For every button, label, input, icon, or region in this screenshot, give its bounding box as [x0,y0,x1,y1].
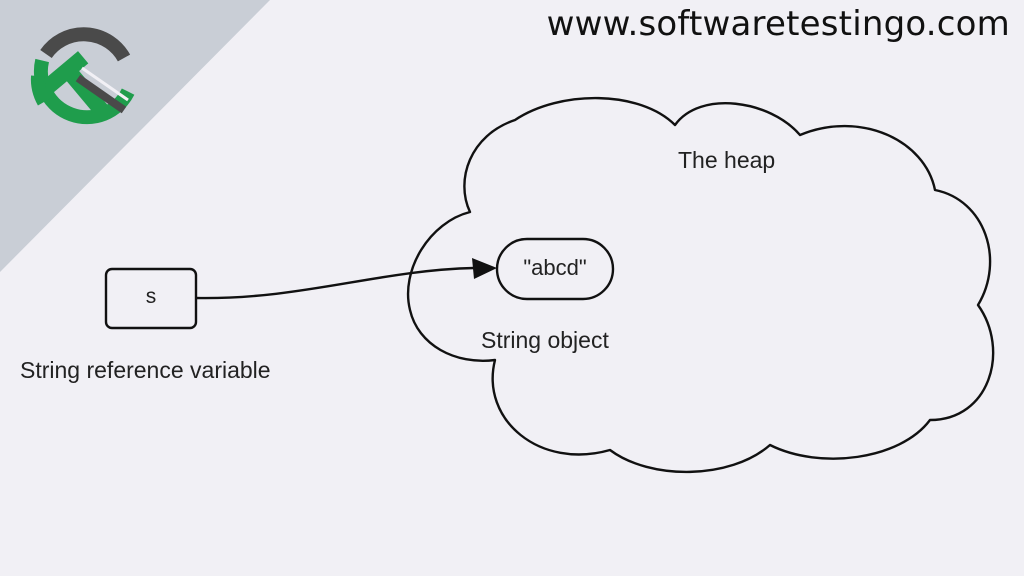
heap-label: The heap [678,147,775,173]
object-caption: String object [481,327,609,353]
reference-arrow [195,266,475,300]
softwaretestingo-logo-icon [30,27,135,125]
reference-caption: String reference variable [20,357,271,383]
heap-cloud [406,96,995,474]
site-url[interactable]: www.softwaretestingo.com [546,4,1010,44]
string-literal-label: "abcd" [523,255,586,280]
arrow-head [472,258,497,279]
corner-band [0,0,270,272]
string-object-node [495,237,615,301]
reference-box-label: s [146,285,157,308]
